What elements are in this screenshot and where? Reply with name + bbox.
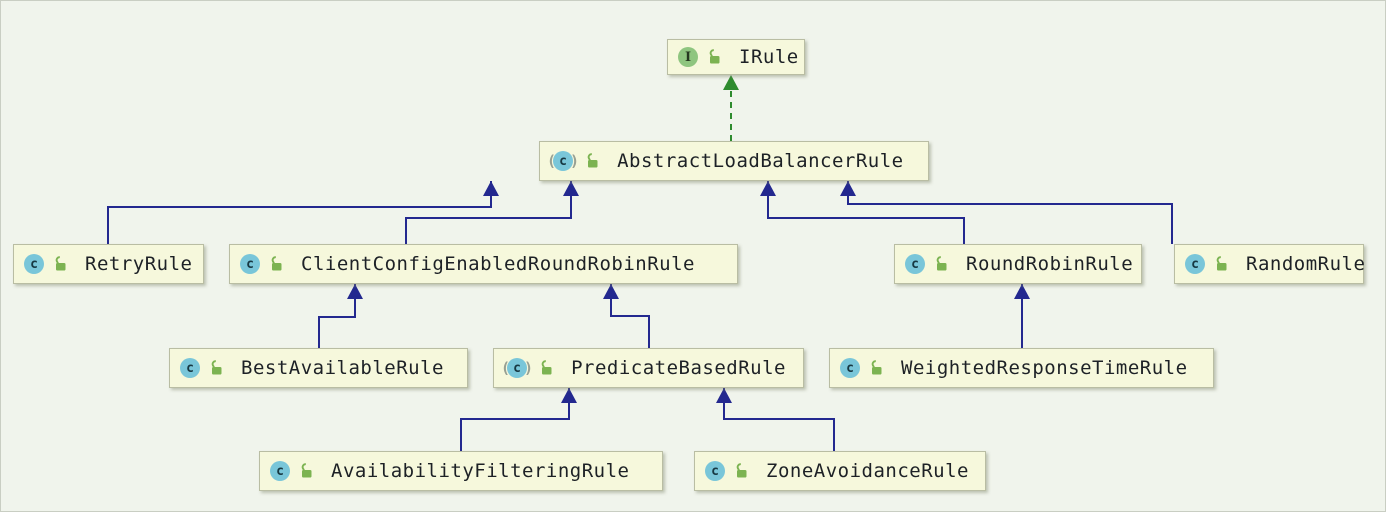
open-lock-icon xyxy=(867,360,883,376)
extends-edge-RoundRobinRule-to-AbstractLoadBalancerRule xyxy=(767,181,965,244)
class-name-label: ZoneAvoidanceRule xyxy=(766,460,969,482)
arrowhead-ClientConfigEnabledRoundRobinRule-to-AbstractLoadBalancerRule xyxy=(563,181,579,196)
arrowhead-BestAvailableRule-to-ClientConfigEnabledRoundRobinRule xyxy=(347,284,363,299)
class-icon: c xyxy=(180,358,200,378)
extends-edge-AvailabilityFilteringRule-to-PredicateBasedRule xyxy=(460,388,570,451)
extends-edge-ClientConfigEnabledRoundRobinRule-to-AbstractLoadBalancerRule xyxy=(405,181,572,244)
extends-edge-ZoneAvoidanceRule-to-PredicateBasedRule xyxy=(723,388,835,451)
diagram-node-PredicateBasedRule[interactable]: (c) PredicateBasedRule xyxy=(493,348,804,388)
open-lock-icon xyxy=(51,256,67,272)
arrowhead-RandomRule-to-AbstractLoadBalancerRule xyxy=(840,181,856,196)
diagram-node-RetryRule[interactable]: c RetryRule xyxy=(13,244,204,284)
class-icon: c xyxy=(905,254,925,274)
arrowhead-ZoneAvoidanceRule-to-PredicateBasedRule xyxy=(716,388,732,403)
class-icon: c xyxy=(705,461,725,481)
extends-edge-RetryRule-to-AbstractLoadBalancerRule xyxy=(107,181,492,244)
arrowhead-AvailabilityFilteringRule-to-PredicateBasedRule xyxy=(561,388,577,403)
open-lock-icon xyxy=(1212,256,1228,272)
class-name-label: RetryRule xyxy=(85,253,193,275)
abstract-class-icon: c xyxy=(553,151,574,171)
class-icon: c xyxy=(840,358,860,378)
diagram-node-AbstractLoadBalancerRule[interactable]: (c) AbstractLoadBalancerRule xyxy=(539,141,929,181)
arrowhead-AbstractLoadBalancerRule-to-IRule xyxy=(723,75,739,90)
diagram-node-AvailabilityFilteringRule[interactable]: c AvailabilityFilteringRule xyxy=(259,451,663,491)
diagram-node-BestAvailableRule[interactable]: c BestAvailableRule xyxy=(169,348,468,388)
extends-edge-RandomRule-to-AbstractLoadBalancerRule xyxy=(847,181,1173,244)
open-lock-icon xyxy=(297,463,313,479)
extends-edge-PredicateBasedRule-to-ClientConfigEnabledRoundRobinRule xyxy=(610,284,650,348)
class-name-label: BestAvailableRule xyxy=(241,357,444,379)
open-lock-icon xyxy=(267,256,283,272)
open-lock-icon xyxy=(705,49,721,65)
class-icon: c xyxy=(1185,254,1205,274)
abstract-paren-right: ) xyxy=(524,359,534,377)
class-icon: c xyxy=(24,254,44,274)
open-lock-icon xyxy=(732,463,748,479)
diagram-node-WeightedResponseTimeRule[interactable]: c WeightedResponseTimeRule xyxy=(829,348,1214,388)
class-name-label: RandomRule xyxy=(1246,253,1366,275)
diagram-node-ZoneAvoidanceRule[interactable]: c ZoneAvoidanceRule xyxy=(694,451,986,491)
arrowhead-RetryRule-to-AbstractLoadBalancerRule xyxy=(483,181,499,196)
abstract-paren-left: ( xyxy=(501,359,511,377)
diagram-node-RoundRobinRule[interactable]: c RoundRobinRule xyxy=(894,244,1142,284)
diagram-node-ClientConfigEnabledRoundRobinRule[interactable]: c ClientConfigEnabledRoundRobinRule xyxy=(229,244,738,284)
arrowhead-WeightedResponseTimeRule-to-RoundRobinRule xyxy=(1014,284,1030,299)
open-lock-icon xyxy=(932,256,948,272)
class-name-label: IRule xyxy=(739,46,799,68)
diagram-node-RandomRule[interactable]: c RandomRule xyxy=(1174,244,1365,284)
class-name-label: ClientConfigEnabledRoundRobinRule xyxy=(301,253,695,275)
open-lock-icon xyxy=(583,153,599,169)
class-icon: c xyxy=(240,254,260,274)
interface-icon: I xyxy=(678,47,698,67)
class-name-label: AvailabilityFilteringRule xyxy=(331,460,630,482)
class-name-label: AbstractLoadBalancerRule xyxy=(617,150,904,172)
abstract-paren-left: ( xyxy=(547,152,557,170)
arrowhead-PredicateBasedRule-to-ClientConfigEnabledRoundRobinRule xyxy=(603,284,619,299)
abstract-paren-right: ) xyxy=(570,152,580,170)
class-name-label: RoundRobinRule xyxy=(966,253,1134,275)
class-icon: c xyxy=(270,461,290,481)
abstract-class-icon: c xyxy=(507,358,528,378)
diagram-node-IRule[interactable]: I IRule xyxy=(667,39,805,75)
open-lock-icon xyxy=(207,360,223,376)
extends-edge-BestAvailableRule-to-ClientConfigEnabledRoundRobinRule xyxy=(318,284,356,348)
open-lock-icon xyxy=(537,360,553,376)
arrowhead-RoundRobinRule-to-AbstractLoadBalancerRule xyxy=(760,181,776,196)
class-name-label: PredicateBasedRule xyxy=(571,357,786,379)
class-name-label: WeightedResponseTimeRule xyxy=(901,357,1188,379)
